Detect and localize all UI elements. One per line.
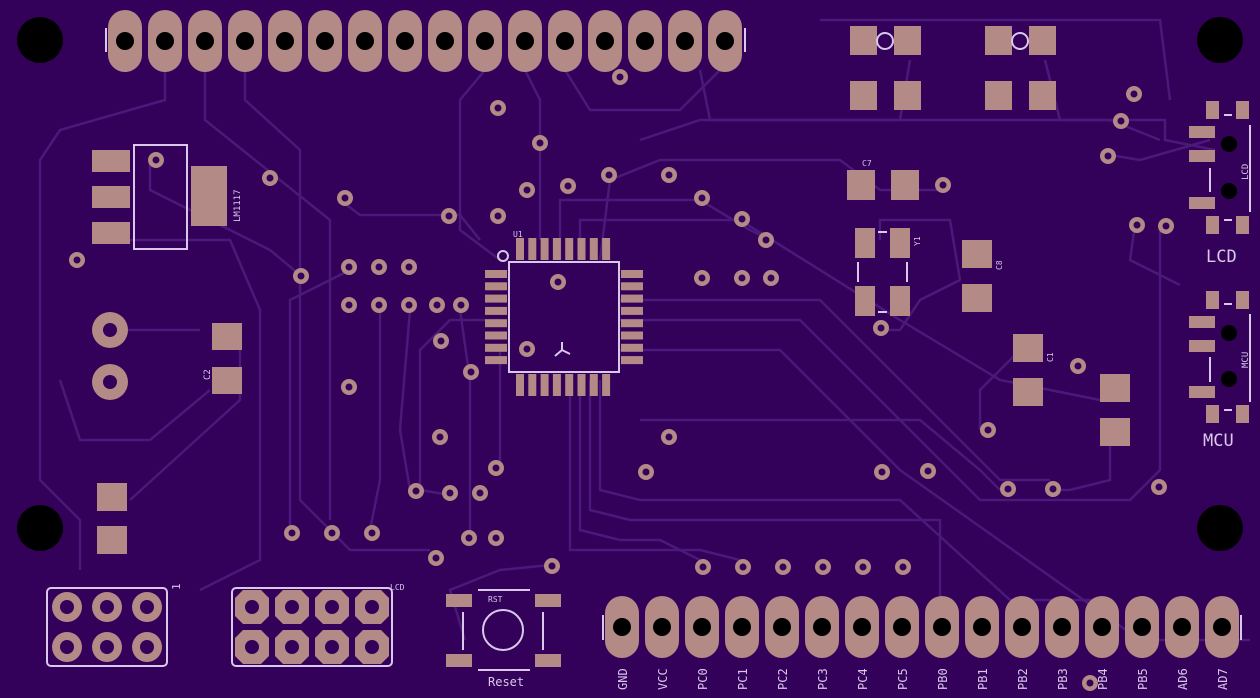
reset-button[interactable]: RST Reset (446, 589, 561, 689)
smd-pad (1100, 374, 1130, 402)
mcu-u1: U1 (485, 230, 643, 396)
crystal-y1: Y1 (855, 228, 922, 316)
lcd-header-label: LCD (390, 583, 405, 592)
pin-label: PC4 (856, 668, 870, 690)
capacitor-c7: C7 (847, 159, 919, 200)
pin-label: PB1 (976, 668, 990, 690)
pin-label: PB4 (1096, 668, 1110, 690)
mcu-switch-label: MCU (1203, 431, 1234, 451)
pin-label: GND (616, 668, 630, 690)
smd-pad (97, 526, 127, 554)
reset-ref-label: RST (488, 595, 503, 604)
bottom-pin-header: GND VCC PC0 PC1 PC2 PC3 PC4 PC5 PB0 PB1 PB2 PB3 PB4 P… (602, 596, 1242, 690)
lcd-header: LCD (231, 583, 405, 667)
pin-label: PB0 (936, 668, 950, 690)
top-smd-pads (850, 26, 1056, 110)
y1-label: Y1 (913, 236, 922, 246)
c2-label: C2 (203, 369, 213, 380)
vias (69, 69, 1174, 691)
regulator-lm1117: LM1117 (92, 144, 243, 250)
smd-pad (1100, 418, 1130, 446)
lcd-switch-label: LCD (1206, 247, 1237, 267)
pin-label: PB3 (1056, 668, 1070, 690)
c8-label: C8 (995, 260, 1004, 270)
isp-header: 1 (46, 583, 183, 667)
pin-label: PC2 (776, 668, 790, 690)
lcd-power-switch[interactable]: LCD LCD (1189, 101, 1251, 267)
capacitor-c8: C8 (962, 240, 1004, 312)
pin-label: VCC (656, 668, 670, 690)
regulator-label: LM1117 (233, 189, 243, 222)
pin-label: PC5 (896, 668, 910, 690)
mcu-power-switch[interactable]: MCU MCU (1189, 291, 1251, 451)
smd-pad (97, 483, 127, 511)
pin-label: AD6 (1176, 668, 1190, 690)
capacitor-c2: C2 (203, 323, 242, 394)
mounting-holes (17, 17, 1243, 551)
isp-pin1-label: 1 (170, 583, 183, 590)
c1-label: C1 (1046, 352, 1055, 362)
capacitor-c1: C1 (1013, 334, 1055, 406)
lcd-switch-small-label: LCD (1241, 164, 1251, 180)
pin-label: AD7 (1216, 668, 1230, 690)
pin-label: PC3 (816, 668, 830, 690)
reset-label: Reset (488, 675, 524, 689)
mcu-switch-small-label: MCU (1241, 352, 1251, 368)
pin-label: PC0 (696, 668, 710, 690)
u1-label: U1 (513, 230, 523, 239)
top-pin-header (105, 10, 746, 72)
pin-label: PB5 (1136, 668, 1150, 690)
pin-label: PB2 (1016, 668, 1030, 690)
c7-label: C7 (862, 159, 872, 168)
pin-label: PC1 (736, 668, 750, 690)
